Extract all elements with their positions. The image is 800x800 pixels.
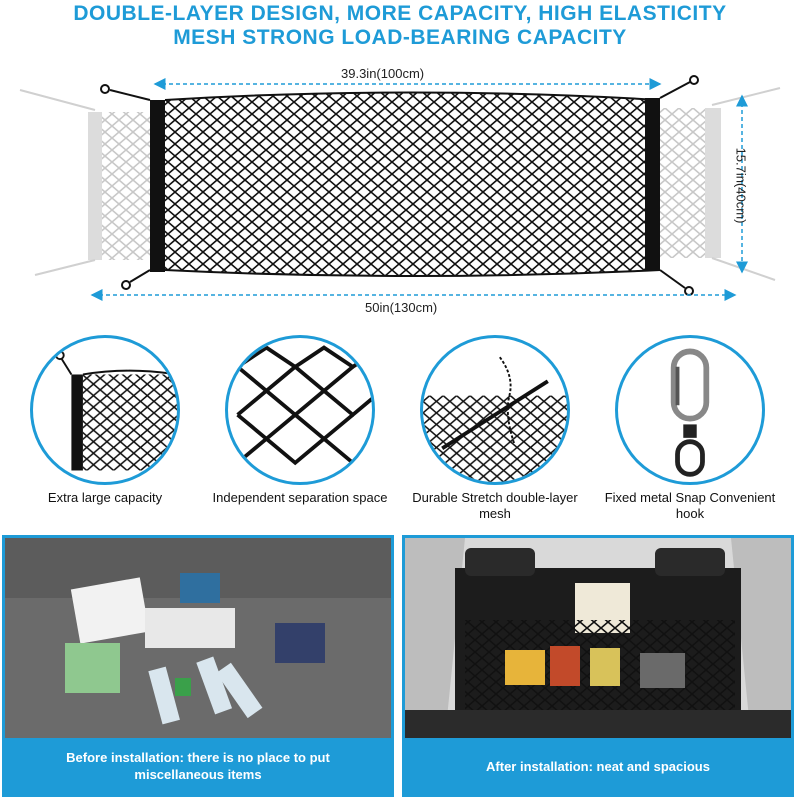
headline-line-1: DOUBLE-LAYER DESIGN, MORE CAPACITY, HIGH… bbox=[73, 2, 727, 25]
after-caption: After installation: neat and spacious bbox=[405, 738, 791, 794]
before-caption: Before installation: there is no place t… bbox=[5, 738, 391, 794]
feature-circle-double-layer bbox=[420, 335, 570, 485]
after-caption-line-1: After installation: neat and spacious bbox=[486, 758, 710, 774]
bottom-width-label: 50in(130cm) bbox=[362, 300, 441, 315]
feature-label-hook: Fixed metal Snap Convenient hook bbox=[604, 490, 776, 521]
double-layer-mesh-icon bbox=[423, 356, 567, 482]
feature-circle-capacity bbox=[30, 335, 180, 485]
hook-icon bbox=[121, 280, 131, 290]
feature-label-double-layer: Durable Stretch double-layer mesh bbox=[412, 490, 578, 521]
height-label: 15.7in(40cm) bbox=[733, 147, 749, 224]
ghost-net-right bbox=[655, 87, 781, 281]
feature-label-capacity: Extra large capacity bbox=[47, 490, 163, 505]
feature-circle-hook bbox=[615, 335, 765, 485]
main-net bbox=[100, 75, 699, 296]
after-installation-panel: After installation: neat and spacious bbox=[402, 535, 794, 797]
top-width-label: 39.3in(100cm) bbox=[338, 66, 428, 81]
carabiner-hook-icon bbox=[670, 348, 710, 477]
headline-line-2: MESH STRONG LOAD-BEARING CAPACITY bbox=[173, 26, 627, 49]
before-caption-line-2: miscellaneous items bbox=[134, 767, 262, 782]
feature-label-separation: Independent separation space bbox=[212, 490, 388, 505]
before-caption-line-1: Before installation: there is no place t… bbox=[66, 750, 330, 765]
cargo-net-diagram: 39.3in(100cm) 50in(130cm) 15.7in(40cm) bbox=[0, 60, 800, 330]
ghost-net-left bbox=[19, 89, 152, 276]
cargo-net-corner-icon bbox=[55, 350, 177, 471]
feature-circle-separation bbox=[225, 335, 375, 485]
left-strap bbox=[150, 100, 165, 272]
cargo-net-illustration bbox=[19, 75, 781, 301]
hook-icon bbox=[689, 75, 699, 85]
mesh-closeup-icon bbox=[236, 345, 372, 466]
organized-trunk-photo bbox=[405, 538, 791, 738]
hook-icon bbox=[684, 286, 694, 296]
right-strap bbox=[645, 98, 660, 270]
hook-icon bbox=[100, 84, 110, 94]
before-installation-panel: Before installation: there is no place t… bbox=[2, 535, 394, 797]
cluttered-trunk-photo bbox=[5, 538, 391, 738]
